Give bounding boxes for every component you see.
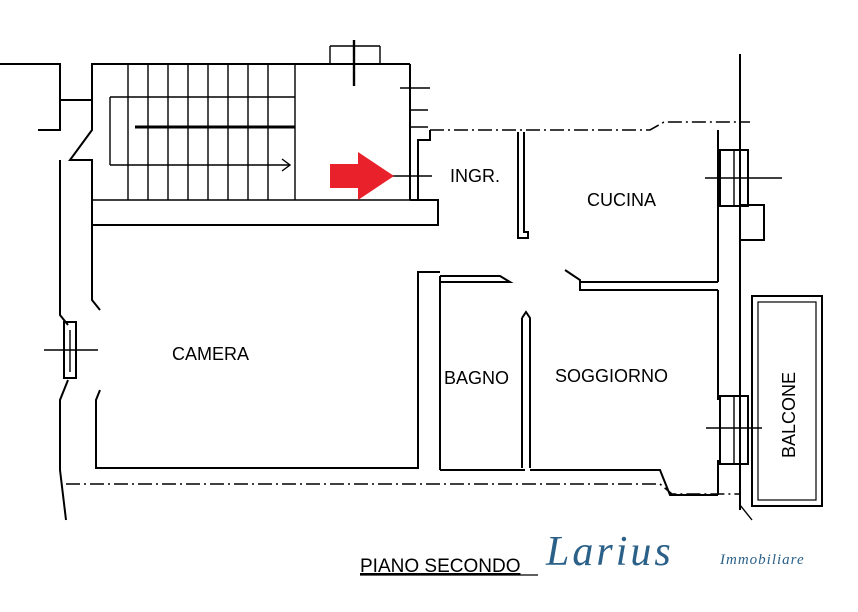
brand-tagline: Immobiliare: [719, 552, 805, 568]
room-label-cucina: CUCINA: [587, 190, 656, 210]
walls-left: [38, 100, 440, 521]
room-label-soggiorno: SOGGIORNO: [555, 366, 668, 386]
walls-right: [705, 54, 823, 521]
brand-name: Larius: [545, 529, 674, 575]
stairwell: [0, 40, 432, 201]
walls-center: [417, 121, 750, 496]
entrance-arrow-icon: [330, 152, 394, 200]
walls-bottom: [66, 483, 740, 495]
floor-caption: PIANO SECONDO: [360, 556, 520, 577]
room-label-bagno: BAGNO: [444, 368, 509, 388]
room-label-camera: CAMERA: [172, 344, 249, 364]
room-label-ingresso: INGR.: [450, 166, 500, 186]
room-label-balcone: BALCONE: [779, 372, 799, 458]
